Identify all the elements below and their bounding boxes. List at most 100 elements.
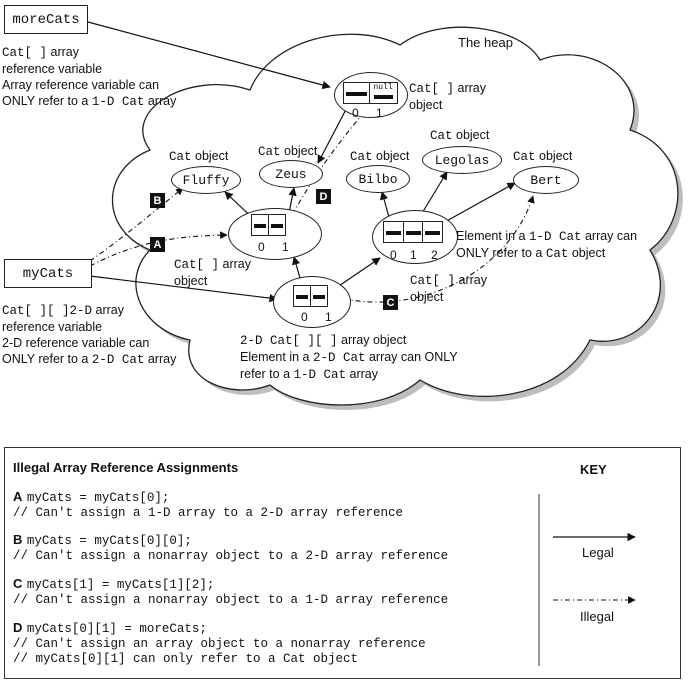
twod-array — [293, 285, 328, 307]
tag-b: B — [150, 193, 165, 208]
legend-code-a: myCats = myCats[0]; — [26, 491, 170, 505]
legolas-label-text: object — [452, 128, 490, 142]
left-array-cell-0 — [251, 214, 269, 236]
left-array-label: Cat[ ] array object — [174, 256, 251, 289]
right-array-label-line2: object — [410, 290, 444, 304]
left-array-index-1: 1 — [282, 240, 289, 254]
mycats-desc-code: Cat[ ][ ] — [2, 304, 70, 318]
mycats-desc-line4b: array — [144, 352, 177, 366]
right-array-label-text: array — [455, 273, 487, 287]
left-array-label-text: array — [219, 257, 251, 271]
right-note-b: array can — [581, 229, 638, 243]
bert-label-text: object — [535, 149, 573, 163]
top-array-cell-0 — [343, 82, 370, 104]
right-array-cell-0 — [383, 221, 404, 243]
legend-box: Illegal Array Reference Assignments KEY … — [4, 447, 681, 679]
morecats-desc-line4code: 1-D Cat — [91, 95, 145, 109]
twod-array-cell-1 — [309, 285, 328, 307]
legend-item-c: C myCats[1] = myCats[1][2]; // Can't ass… — [13, 575, 448, 608]
right-array-note: Element in a 1-D Cat array can ONLY refe… — [456, 228, 637, 262]
right-array-label: Cat[ ] array object — [410, 272, 487, 305]
mycats-desc-text: array — [92, 303, 124, 317]
top-array-index-0: 0 — [352, 106, 359, 120]
cat-legolas: Legolas — [422, 146, 502, 174]
left-array — [251, 214, 286, 236]
top-array-label-code: Cat[ ] — [409, 82, 455, 96]
arrow-morecats-to-toparray — [87, 21, 331, 90]
twod-label-text: array object — [337, 333, 407, 347]
bilbo-label-code: Cat — [350, 150, 373, 164]
right-note-l2code: Cat — [545, 247, 569, 261]
cat-fluffy: Fluffy — [171, 166, 241, 194]
heap-label: The heap — [458, 35, 513, 50]
left-array-index-0: 0 — [258, 240, 265, 254]
legend-letter-d: D — [13, 620, 23, 635]
key-graphics — [538, 494, 636, 666]
twod-note-l2code: 1-D Cat — [293, 368, 347, 382]
cat-bilbo: Bilbo — [346, 165, 410, 193]
zeus-label-text: object — [280, 144, 318, 158]
mycats-desc-code2: 2-D — [69, 304, 93, 318]
cat-zeus: Zeus — [259, 160, 323, 188]
right-array-cell-2 — [422, 221, 444, 243]
twod-label-code: 2-D Cat[ ][ ] — [240, 334, 338, 348]
top-array-cell-1: null — [368, 82, 398, 104]
right-array-index-1: 1 — [410, 248, 417, 262]
morecats-variable: moreCats — [4, 5, 88, 34]
legend-letter-a: A — [13, 489, 23, 504]
tag-d: D — [316, 189, 331, 204]
key-title: KEY — [580, 462, 607, 477]
morecats-desc-line4b: array — [144, 94, 177, 108]
key-illegal-label: Illegal — [580, 609, 614, 624]
null-text: null — [373, 83, 393, 92]
tag-c: C — [383, 295, 398, 310]
right-array-label-code: Cat[ ] — [410, 274, 456, 288]
arrow-mycats-to-2darray — [89, 275, 278, 303]
legend-letter-b: B — [13, 532, 23, 547]
legend-title: Illegal Array Reference Assignments — [13, 460, 239, 475]
legend-item-b: B myCats = myCats[0][0]; // Can't assign… — [13, 531, 448, 564]
zeus-label-code: Cat — [258, 145, 281, 159]
legend-item-a: A myCats = myCats[0]; // Can't assign a … — [13, 488, 403, 521]
fluffy-label-text: object — [191, 149, 229, 163]
illegal-arrow-c — [331, 195, 535, 303]
top-array-index-1: 1 — [376, 106, 383, 120]
bert-object-label: Cat object — [513, 148, 572, 165]
twod-note-code: 2-D Cat — [312, 351, 366, 365]
legend-comment-c: // Can't assign a nonarray object to a 1… — [13, 593, 449, 607]
legend-code-d: myCats[0][1] = moreCats; — [26, 622, 207, 636]
morecats-desc-code: Cat[ ] — [2, 46, 48, 60]
tag-a: A — [150, 237, 165, 252]
left-array-label-line2: object — [174, 274, 208, 288]
legend-comment-b: // Can't assign a nonarray object to a 2… — [13, 549, 449, 563]
top-array-label-line2: object — [409, 98, 443, 112]
fluffy-object-label: Cat object — [169, 148, 228, 165]
legend-comment-a: // Can't assign a 1-D array to a 2-D arr… — [13, 506, 404, 520]
right-note-l2b: object — [568, 246, 606, 260]
mycats-desc-line4code: 2-D Cat — [91, 353, 145, 367]
legend-item-d: D myCats[0][1] = moreCats; // Can't assi… — [13, 619, 426, 667]
morecats-description: Cat[ ] array reference variable Array re… — [2, 44, 176, 110]
legolas-label-code: Cat — [430, 129, 453, 143]
mycats-variable: myCats — [4, 259, 92, 288]
left-array-label-code: Cat[ ] — [174, 258, 220, 272]
legend-code-b: myCats = myCats[0][0]; — [26, 534, 192, 548]
legend-comment-d2: // myCats[0][1] can only refer to a Cat … — [13, 652, 359, 666]
left-array-object — [228, 208, 322, 260]
right-array-index-2: 2 — [431, 248, 438, 262]
twod-note-b: array can ONLY — [365, 350, 458, 364]
right-array-cell-1 — [402, 221, 424, 243]
legend-comment-d1: // Can't assign an array object to a non… — [13, 637, 426, 651]
fluffy-label-code: Cat — [169, 150, 192, 164]
illegal-arrow-b — [89, 187, 184, 262]
key-legal-label: Legal — [582, 545, 614, 560]
bert-label-code: Cat — [513, 150, 536, 164]
morecats-desc-line2: reference variable — [2, 62, 103, 76]
right-note-a: Element in a — [456, 229, 529, 243]
mycats-desc-line2: reference variable — [2, 320, 103, 334]
top-array: null — [343, 82, 398, 104]
legolas-object-label: Cat object — [430, 127, 489, 144]
morecats-desc-line3: Array reference variable can — [2, 78, 160, 92]
morecats-desc-text: array — [47, 45, 79, 59]
zeus-object-label: Cat object — [258, 143, 317, 160]
